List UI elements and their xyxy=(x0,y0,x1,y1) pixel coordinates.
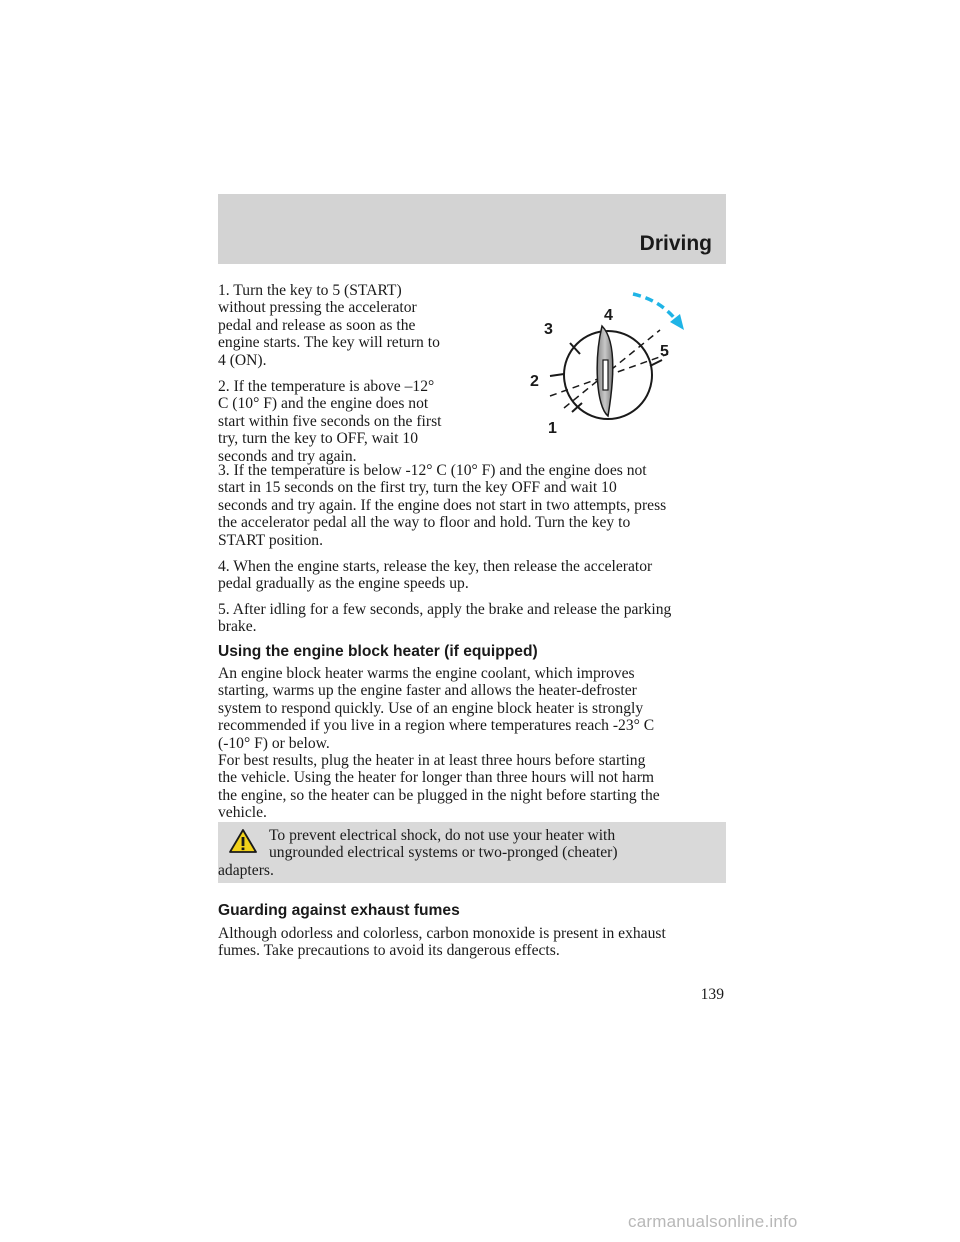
watermark-text: carmanualsonline.info xyxy=(628,1212,798,1231)
block-heater-heading: Using the engine block heater (if equipp… xyxy=(218,643,538,660)
step-4-text: 4. When the engine starts, release the k… xyxy=(218,558,653,593)
section-header-band: Driving xyxy=(218,194,726,264)
step-2-text: 2. If the temperature is above –12° C (1… xyxy=(218,378,442,465)
exhaust-heading: Guarding against exhaust fumes xyxy=(218,902,460,919)
warning-line-1: To prevent electrical shock, do not use … xyxy=(269,827,616,844)
key-slot xyxy=(602,359,609,391)
tick-position-2 xyxy=(549,373,565,377)
label-5: 5 xyxy=(660,343,669,360)
tick-position-3 xyxy=(569,342,581,355)
block-heater-paragraph-1: An engine block heater warms the engine … xyxy=(218,665,655,752)
warning-line-2: ungrounded electrical systems or two-pro… xyxy=(269,844,618,862)
block-heater-paragraph-2: For best results, plug the heater in at … xyxy=(218,752,660,822)
tick-position-5 xyxy=(649,359,663,367)
start-arrow-head xyxy=(670,314,684,330)
label-circle-1 xyxy=(541,415,565,439)
step-3-text: 3. If the temperature is below -12° C (1… xyxy=(218,462,667,549)
warning-line-3: adapters. xyxy=(218,861,274,879)
label-4: 4 xyxy=(604,307,613,324)
label-1: 1 xyxy=(548,420,557,437)
warning-text: To prevent electrical shock, do not use … xyxy=(218,827,698,879)
step-5-text: 5. After idling for a few seconds, apply… xyxy=(218,601,672,636)
section-title: Driving xyxy=(639,232,712,255)
label-3: 3 xyxy=(544,321,553,338)
label-2: 2 xyxy=(530,373,539,390)
warning-triangle-icon xyxy=(229,829,257,853)
start-arrow-arc xyxy=(632,292,678,322)
exhaust-paragraph: Although odorless and colorless, carbon … xyxy=(218,925,666,960)
ignition-switch-diagram: 1 2 3 4 5 xyxy=(530,292,684,439)
tick-position-1 xyxy=(571,402,583,413)
warning-box: To prevent electrical shock, do not use … xyxy=(218,822,726,883)
step-1-text: 1. Turn the key to 5 (START) without pre… xyxy=(218,282,440,369)
page-number: 139 xyxy=(700,986,724,1003)
